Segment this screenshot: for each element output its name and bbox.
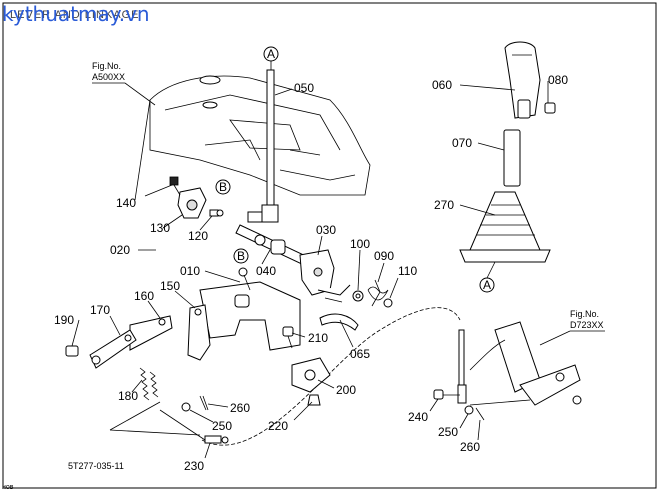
part-label-200: 200	[336, 383, 356, 397]
washer-spring-clip	[352, 279, 393, 308]
part-label-260-right: 260	[460, 440, 480, 454]
fig-ref-d723: Fig.No. D723XX	[539, 309, 605, 346]
header-text: LEVER AND LINKAGE	[10, 9, 140, 21]
knob-screw	[544, 102, 556, 114]
part-label-030: 030	[316, 223, 336, 237]
part-label-080: 080	[548, 73, 568, 87]
shift-rod	[247, 69, 279, 223]
part-label-120: 120	[188, 229, 208, 243]
part-label-050: 050	[294, 81, 314, 95]
actuator-200	[291, 357, 331, 406]
part-label-110: 110	[398, 264, 417, 278]
part-label-220: 220	[268, 419, 288, 433]
lever-150	[187, 304, 211, 361]
lever-170	[89, 329, 137, 369]
watermark: kythuatmay.vn	[2, 2, 150, 26]
fig-ref-a500-label: Fig.No.	[92, 61, 121, 71]
callout-a-bottom: A	[479, 261, 496, 293]
bolt-240	[433, 389, 460, 400]
main-bracket	[199, 267, 301, 351]
band-065	[319, 313, 359, 331]
svg-text:Fig.No.: Fig.No.	[570, 309, 599, 319]
part-label-065: 065	[350, 347, 370, 361]
bolt-190	[65, 345, 79, 357]
svg-text:A: A	[267, 47, 275, 61]
part-label-060: 060	[432, 78, 452, 92]
pivot-bracket	[169, 176, 224, 219]
part-label-070: 070	[452, 136, 472, 150]
svg-text:D723XX: D723XX	[570, 320, 604, 330]
part-label-190: 190	[54, 313, 74, 327]
border	[2, 2, 657, 489]
part-label-040: 040	[256, 264, 276, 278]
fig-ref-a500-code: A500XX	[92, 72, 125, 82]
shift-bracket	[299, 249, 351, 303]
bolt-210	[282, 326, 294, 349]
pin-washer-lower	[181, 395, 485, 421]
svg-text:A: A	[483, 278, 491, 292]
leader-lines	[71, 81, 549, 459]
part-label-160: 160	[134, 289, 154, 303]
part-label-250-right: 250	[438, 425, 458, 439]
tractor-body-outline	[134, 75, 371, 201]
part-label-020: 020	[110, 243, 130, 257]
part-label-210: 210	[308, 331, 328, 345]
callout-b-upper: B	[215, 179, 231, 195]
gear-knob	[504, 41, 541, 119]
callout-b-lower: B	[233, 248, 249, 264]
svg-text:B: B	[237, 249, 245, 263]
part-label-230: 230	[184, 459, 204, 473]
cross-shaft	[235, 224, 311, 267]
part-label-250-left: 250	[212, 419, 232, 433]
part-label-140: 140	[116, 196, 136, 210]
svg-text:B: B	[219, 180, 227, 194]
part-label-270: 270	[434, 198, 454, 212]
part-label-240: 240	[408, 410, 428, 424]
corner-note: нов	[2, 484, 14, 491]
part-label-260-left: 260	[230, 401, 250, 415]
lever-sleeve	[503, 129, 521, 187]
spring-180	[139, 367, 159, 401]
part-label-170: 170	[90, 303, 110, 317]
part-label-010: 010	[180, 264, 200, 278]
drawing-code: 5T277-035-11	[68, 461, 124, 471]
part-labels: 050 060 080 070 270 140 130 120 020 010 …	[54, 73, 568, 473]
transmission-linkage	[469, 321, 582, 406]
part-label-150: 150	[160, 279, 180, 293]
part-label-180: 180	[118, 389, 138, 403]
fig-ref-a500: Fig.No. A500XX	[92, 61, 156, 106]
lever-160	[129, 315, 173, 351]
rubber-boot	[459, 191, 551, 263]
part-label-130: 130	[150, 221, 170, 235]
part-label-100: 100	[350, 237, 370, 251]
part-label-090: 090	[374, 249, 394, 263]
callout-a-top: A	[263, 46, 279, 70]
